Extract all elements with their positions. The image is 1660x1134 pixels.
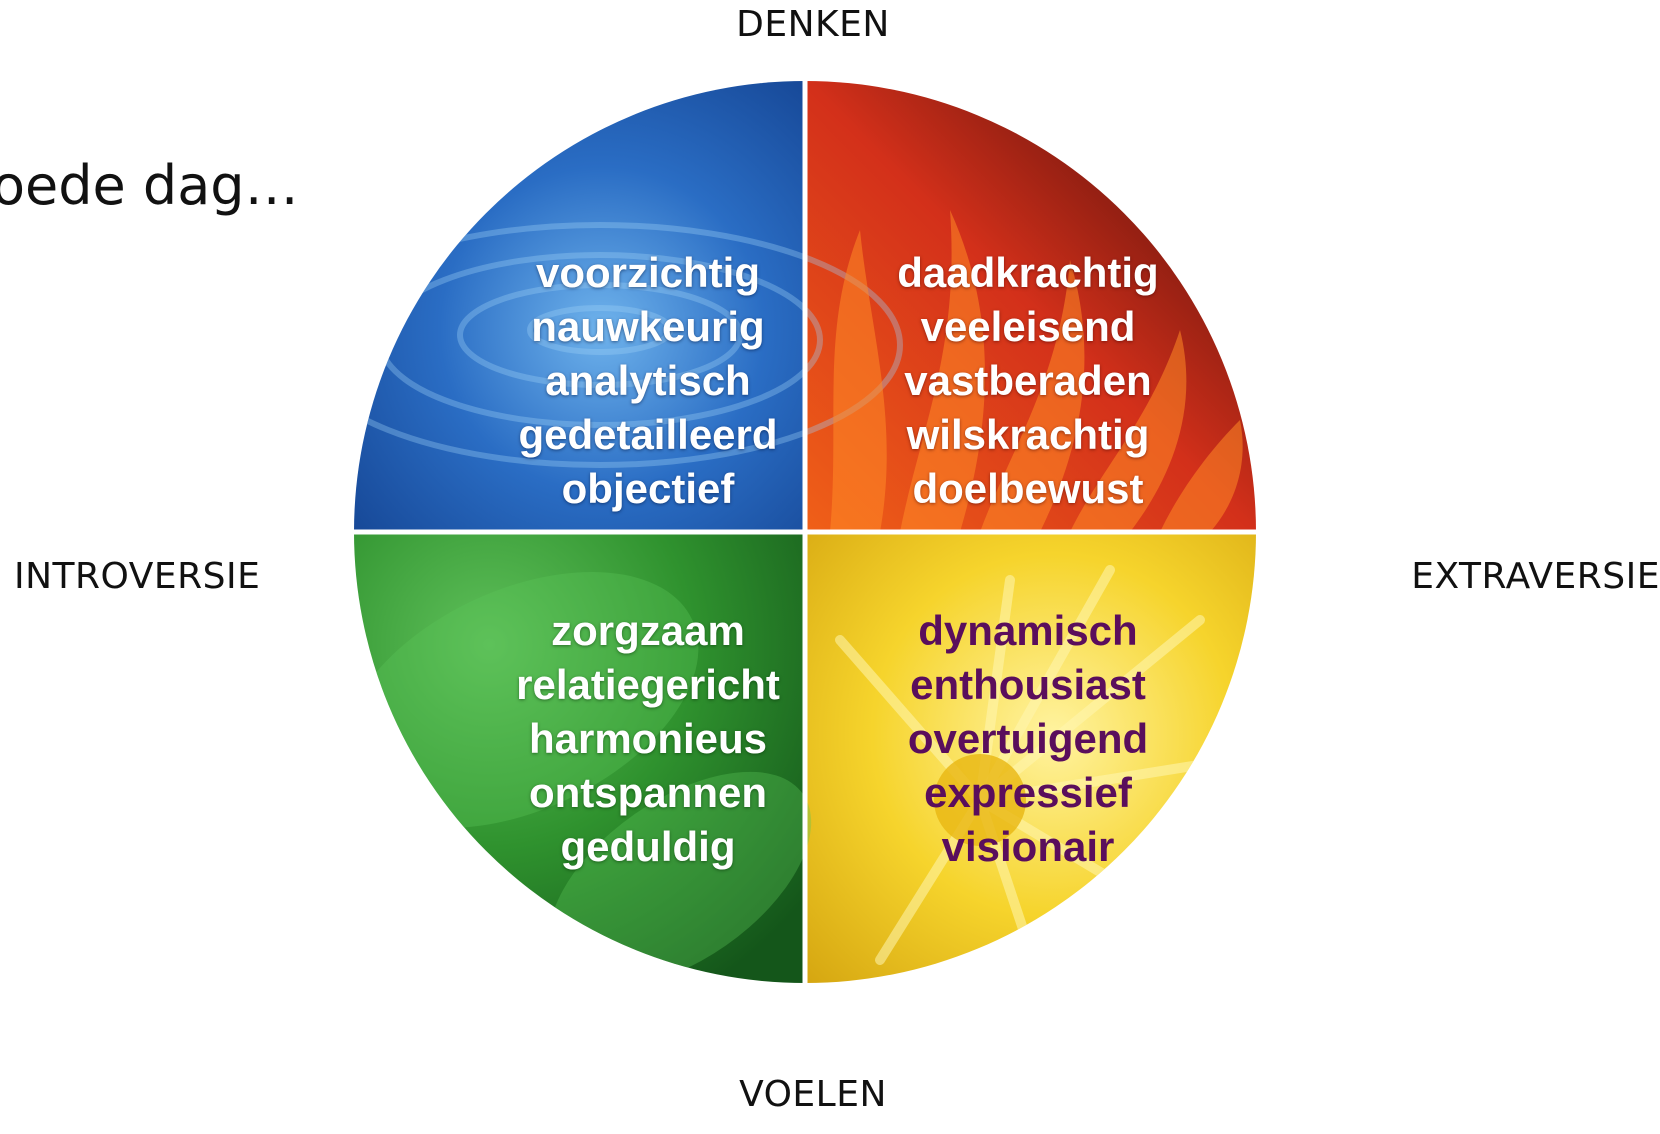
trait: veeleisend bbox=[920, 303, 1136, 350]
axis-label-extraversie: EXTRAVERSIE bbox=[1411, 556, 1660, 597]
earth-traits: zorgzaam relatiegericht harmonieus ontsp… bbox=[448, 604, 848, 874]
trait: enthousiast bbox=[910, 661, 1146, 708]
trait: wilskrachtig bbox=[906, 411, 1150, 458]
trait: ontspannen bbox=[529, 769, 767, 816]
fire-traits: daadkrachtig veeleisend vastberaden wils… bbox=[828, 246, 1228, 516]
trait: objectief bbox=[561, 465, 735, 512]
trait: geduldig bbox=[560, 823, 736, 870]
trait: zorgzaam bbox=[551, 607, 745, 654]
axis-label-voelen: VOELEN bbox=[739, 1074, 887, 1115]
greeting-text: oede dag… bbox=[0, 154, 299, 217]
trait: daadkrachtig bbox=[897, 249, 1159, 296]
trait: overtuigend bbox=[907, 715, 1149, 762]
trait: vastberaden bbox=[904, 357, 1152, 404]
trait: voorzichtig bbox=[535, 249, 760, 296]
axis-label-introversie: INTROVERSIE bbox=[14, 556, 261, 597]
trait: doelbewust bbox=[912, 465, 1144, 512]
trait: visionair bbox=[941, 823, 1115, 870]
flower-center bbox=[934, 754, 1026, 846]
fire-flames bbox=[830, 210, 1243, 532]
trait: expressief bbox=[924, 769, 1132, 816]
air-traits: dynamisch enthousiast overtuigend expres… bbox=[828, 604, 1228, 874]
trait: nauwkeurig bbox=[531, 303, 765, 350]
trait: gedetailleerd bbox=[518, 411, 778, 458]
trait: harmonieus bbox=[528, 715, 768, 762]
trait: relatiegericht bbox=[516, 661, 780, 708]
water-traits: voorzichtig nauwkeurig analytisch gedeta… bbox=[448, 246, 848, 516]
trait: dynamisch bbox=[918, 607, 1138, 654]
axis-label-denken: DENKEN bbox=[736, 4, 890, 45]
trait: analytisch bbox=[545, 357, 751, 404]
leaf-shapes bbox=[354, 571, 812, 983]
